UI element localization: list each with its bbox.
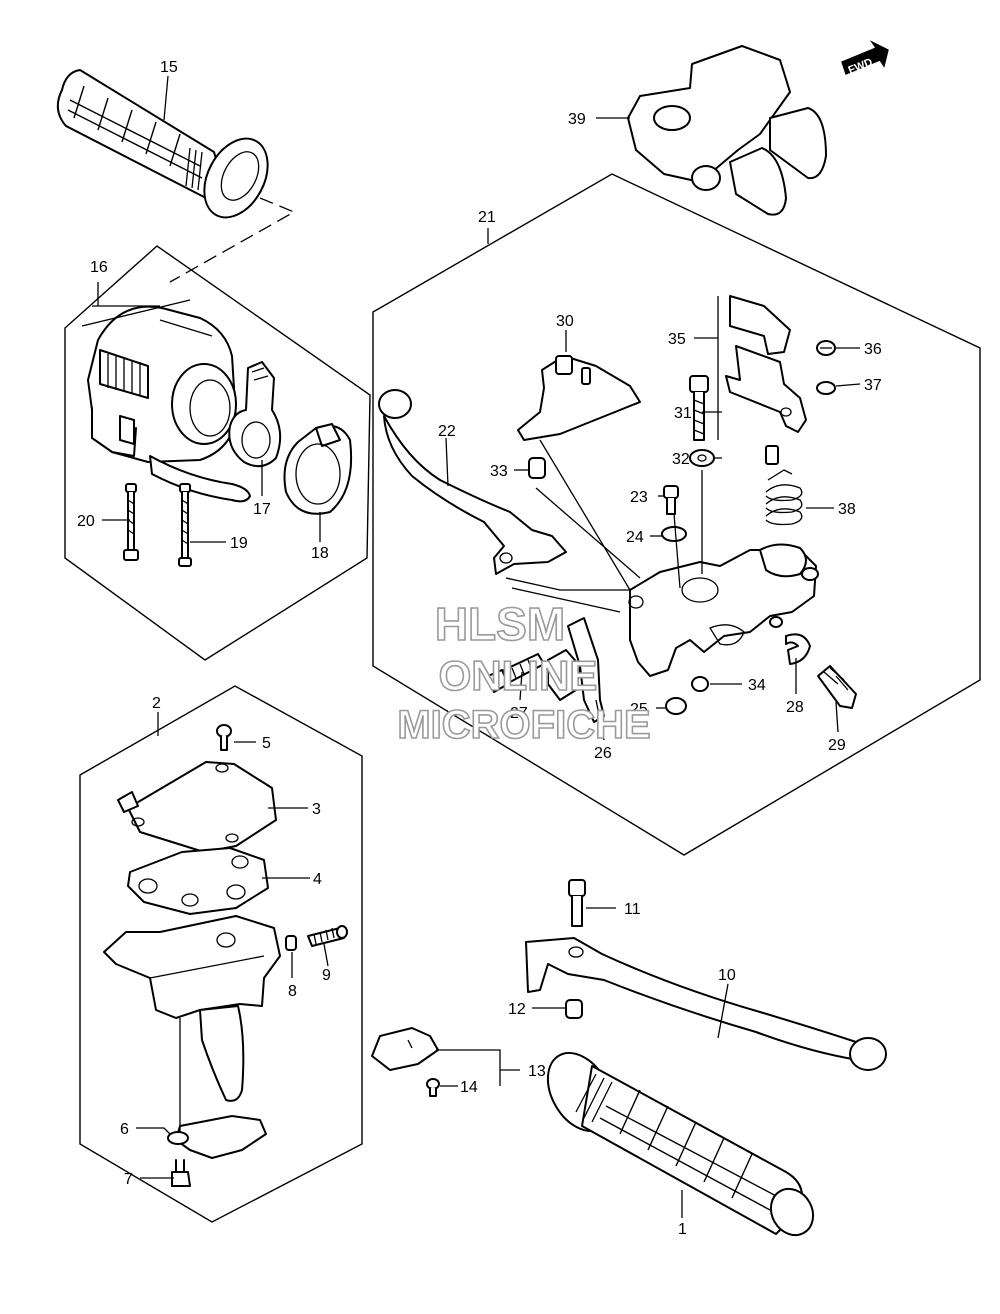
screw-9 bbox=[307, 925, 348, 947]
watermark-line-2: ONLINE bbox=[439, 652, 598, 699]
nut-25 bbox=[665, 697, 687, 715]
screw-20 bbox=[123, 483, 139, 561]
brake-switch-13 bbox=[371, 1027, 439, 1071]
callout-30: 30 bbox=[556, 313, 574, 330]
washer-24 bbox=[661, 526, 687, 542]
callout-33: 33 bbox=[490, 463, 508, 480]
switch-assembly-16 bbox=[87, 305, 251, 503]
clip-28 bbox=[785, 633, 811, 665]
lever-holder bbox=[628, 543, 817, 677]
watermark-line-3: MICROFICHE bbox=[397, 703, 650, 747]
collar-33 bbox=[528, 457, 546, 479]
callout-10: 10 bbox=[718, 967, 736, 984]
group-box-2 bbox=[79, 685, 363, 1223]
callout-3: 3 bbox=[312, 801, 321, 818]
screw-5 bbox=[216, 724, 232, 751]
bracket-35 bbox=[725, 295, 807, 465]
leader-lines bbox=[81, 75, 861, 1218]
washer-32-hole bbox=[697, 454, 707, 462]
washer-6 bbox=[167, 1131, 189, 1145]
spring-38 bbox=[765, 469, 803, 526]
callout-34: 34 bbox=[748, 677, 766, 694]
reservoir-cap-3 bbox=[117, 761, 277, 853]
callout-25: 25 bbox=[630, 701, 648, 718]
pivot-bolt-11 bbox=[568, 879, 586, 927]
callout-23: 23 bbox=[630, 489, 648, 506]
screw-19 bbox=[178, 483, 192, 567]
callout-7: 7 bbox=[124, 1171, 133, 1188]
switch-housing-18 bbox=[283, 423, 353, 515]
bolt-7 bbox=[171, 1159, 191, 1187]
callout-1: 1 bbox=[678, 1221, 687, 1238]
callout-12: 12 bbox=[508, 1001, 526, 1018]
small-fitting-b bbox=[801, 567, 819, 581]
callout-32: 32 bbox=[672, 451, 690, 468]
bolt-27 bbox=[487, 653, 545, 693]
callout-2: 2 bbox=[152, 695, 161, 712]
gasket-4 bbox=[127, 847, 269, 915]
callout-39: 39 bbox=[568, 111, 586, 128]
ref-lines-21 bbox=[505, 439, 703, 613]
washer-32 bbox=[689, 449, 715, 467]
pin-23 bbox=[663, 485, 679, 515]
screw-14 bbox=[426, 1078, 440, 1097]
grip-15 bbox=[56, 69, 269, 219]
callout-labels: 1 2 3 4 5 6 7 8 9 10 11 12 13 14 15 16 1… bbox=[77, 59, 882, 1238]
callout-9: 9 bbox=[322, 967, 331, 984]
callout-8: 8 bbox=[288, 983, 297, 1000]
callout-27: 27 bbox=[510, 705, 528, 722]
callout-31: 31 bbox=[674, 405, 692, 422]
grip-1 bbox=[546, 1052, 815, 1237]
group-box-16 bbox=[64, 245, 371, 661]
adjuster-29 bbox=[817, 665, 857, 709]
callout-15: 15 bbox=[160, 59, 178, 76]
small-fitting-a bbox=[769, 616, 783, 628]
callout-28: 28 bbox=[786, 699, 804, 716]
callout-19: 19 bbox=[230, 535, 248, 552]
washer-8 bbox=[285, 935, 297, 951]
bracket-30 bbox=[517, 355, 641, 441]
callout-16: 16 bbox=[90, 259, 108, 276]
callout-35: 35 bbox=[668, 331, 686, 348]
callout-18: 18 bbox=[311, 545, 329, 562]
callout-14: 14 bbox=[460, 1079, 478, 1096]
switch-part-17 bbox=[228, 361, 282, 468]
group-box-21 bbox=[372, 173, 981, 856]
callout-17: 17 bbox=[253, 501, 271, 518]
washer-37 bbox=[816, 381, 836, 395]
brake-lever-10 bbox=[525, 937, 887, 1071]
callout-38: 38 bbox=[838, 501, 856, 518]
lever-cover-39 bbox=[627, 45, 827, 216]
callout-20: 20 bbox=[77, 513, 95, 530]
callout-22: 22 bbox=[438, 423, 456, 440]
callout-37: 37 bbox=[864, 377, 882, 394]
bracket-26 bbox=[547, 617, 605, 723]
bolt-31 bbox=[689, 375, 709, 441]
callout-21: 21 bbox=[478, 209, 496, 226]
callout-11: 11 bbox=[624, 901, 641, 918]
alignment-line-15 bbox=[169, 197, 296, 283]
lever-22 bbox=[378, 389, 567, 575]
nut-34 bbox=[691, 676, 709, 692]
callout-4: 4 bbox=[313, 871, 322, 888]
fwd-arrow-icon: FWD bbox=[841, 40, 889, 77]
watermark-line-1: HLSM bbox=[435, 598, 565, 650]
callout-26: 26 bbox=[594, 745, 612, 762]
callout-6: 6 bbox=[120, 1121, 129, 1138]
master-cylinder-body bbox=[103, 915, 281, 1159]
callout-5: 5 bbox=[262, 735, 271, 752]
nut-12 bbox=[565, 999, 583, 1019]
watermark: HLSM ONLINE MICROFICHE bbox=[397, 597, 652, 748]
callout-36: 36 bbox=[864, 341, 882, 358]
screw-36 bbox=[816, 340, 836, 356]
callout-13: 13 bbox=[528, 1063, 546, 1080]
callout-29: 29 bbox=[828, 737, 846, 754]
callout-24: 24 bbox=[626, 529, 644, 546]
